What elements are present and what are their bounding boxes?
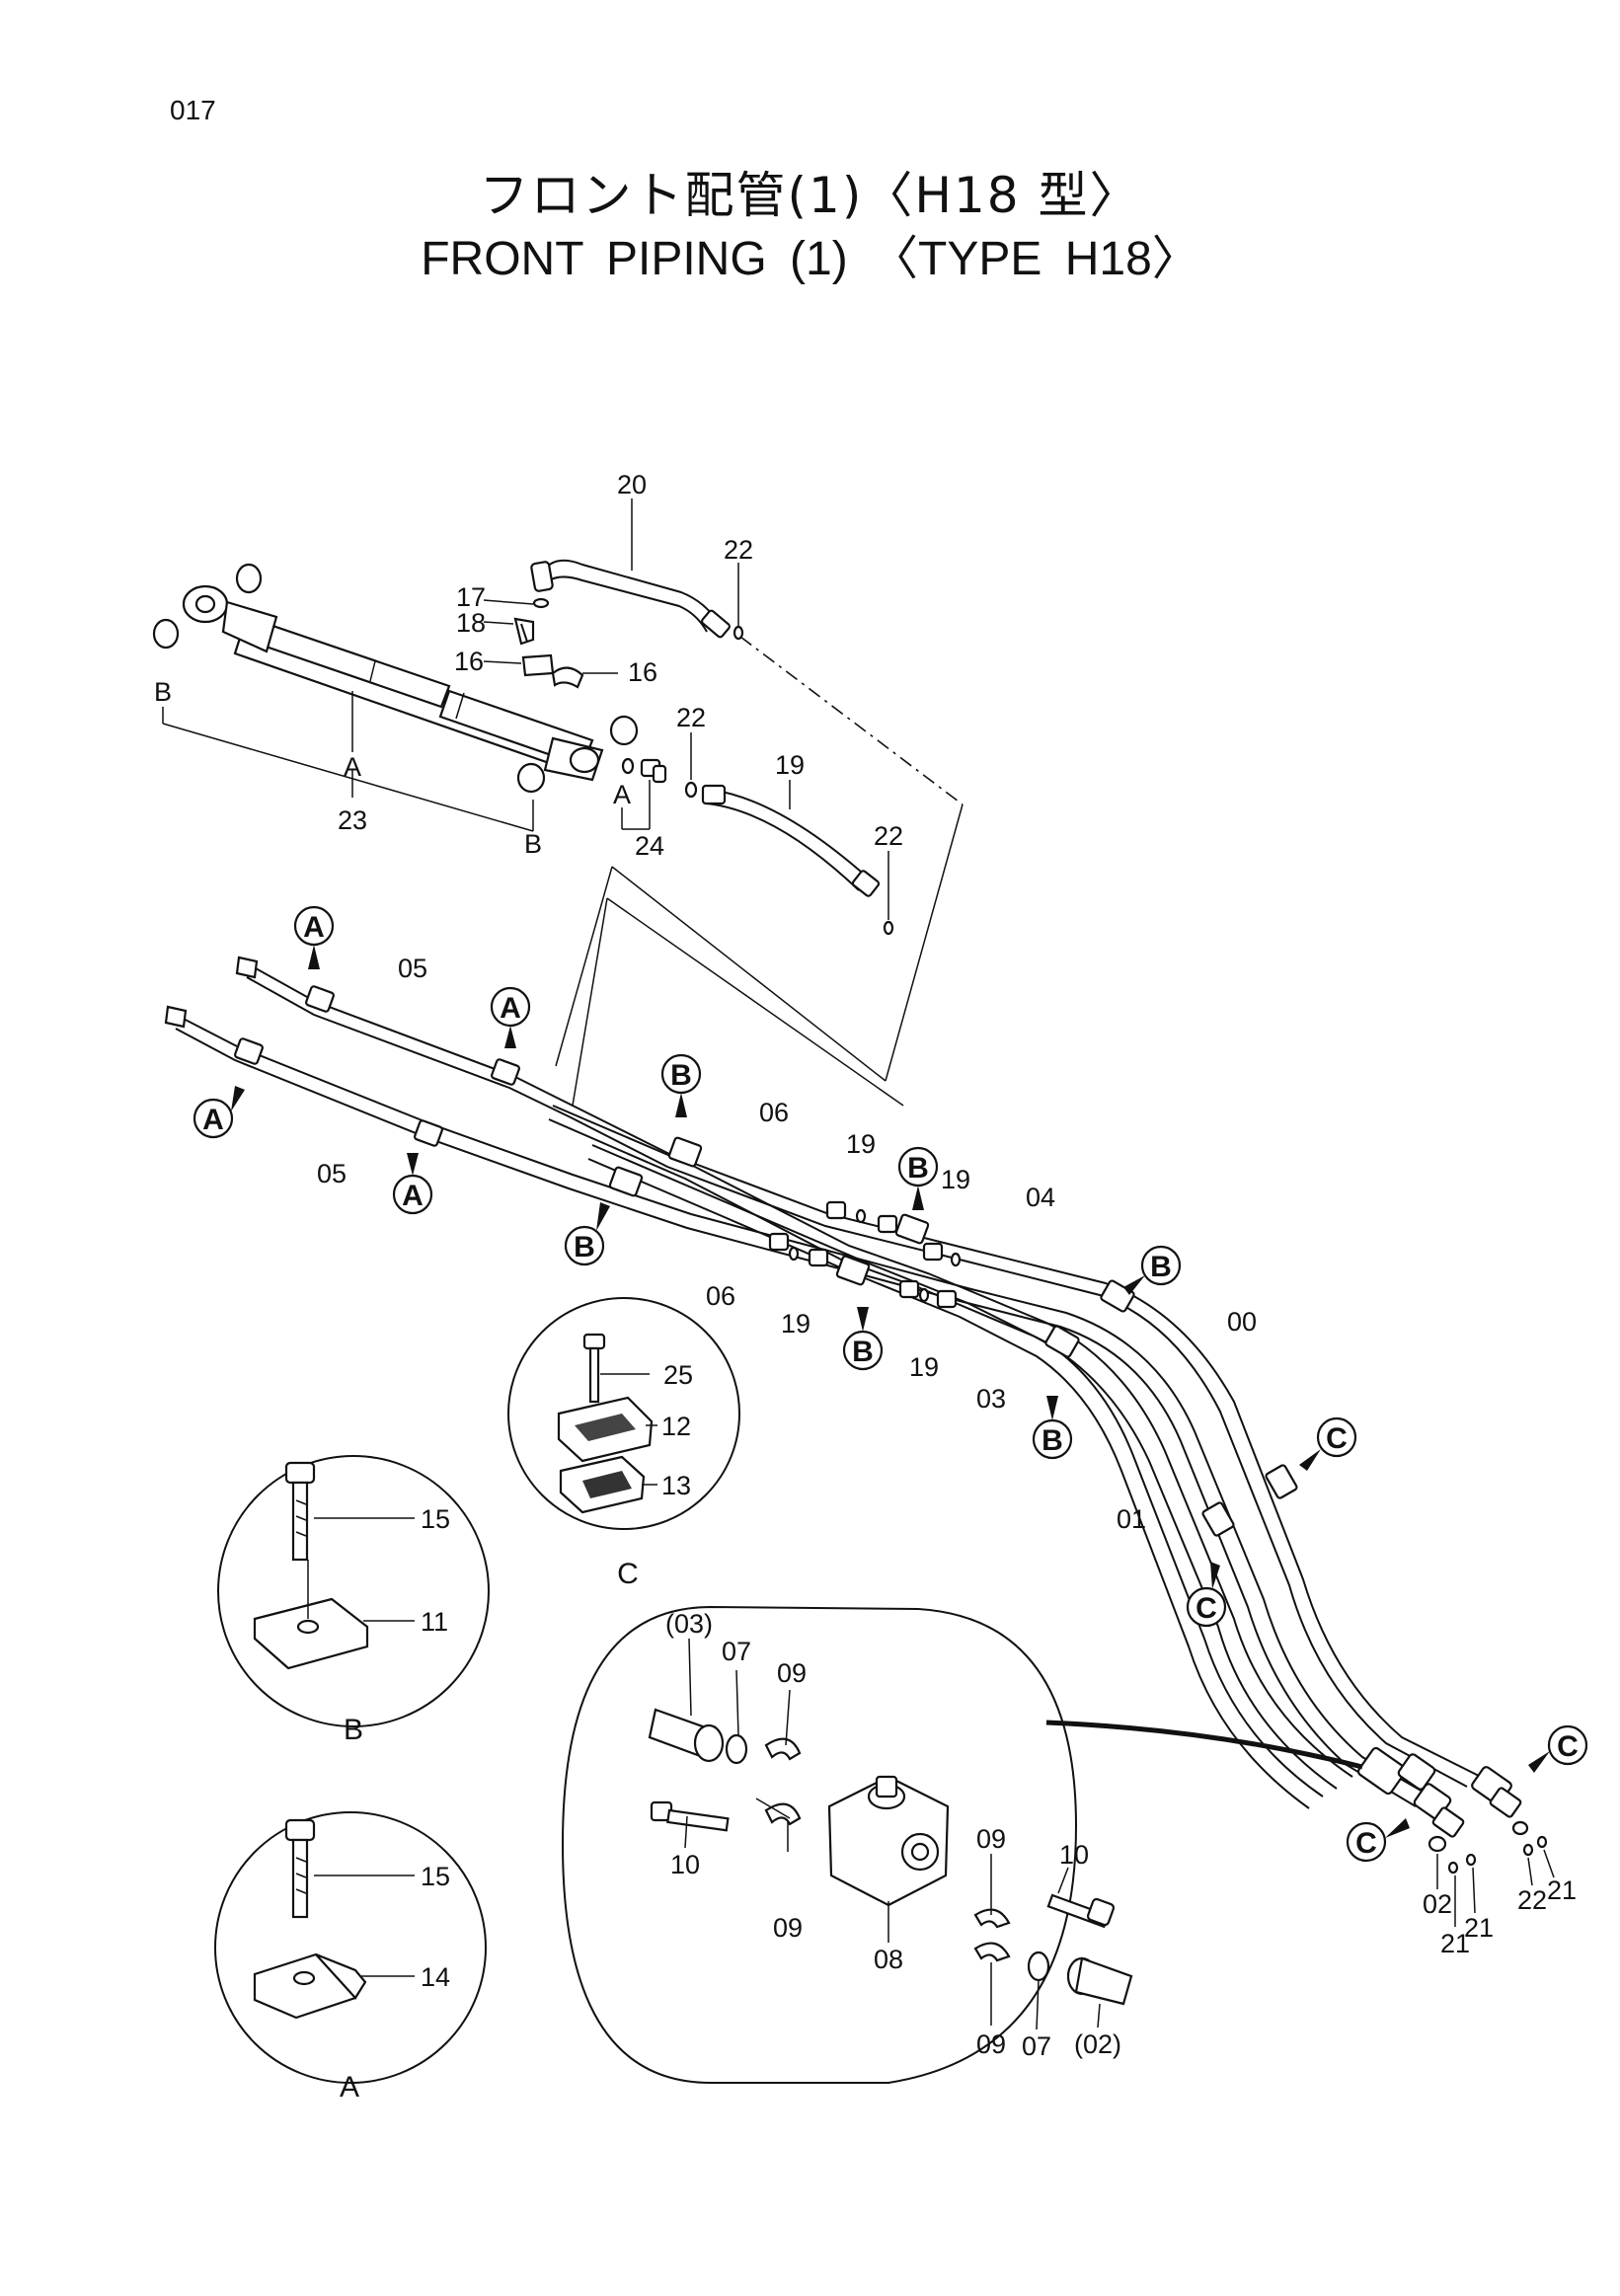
label-19: 19	[846, 1129, 876, 1159]
label-23: 23	[338, 805, 367, 835]
end-fittings	[1356, 1746, 1555, 1927]
rotary-joint-detail	[561, 1605, 1363, 2084]
label-18: 18	[456, 608, 486, 638]
bolt-and-clamp-parts	[513, 597, 894, 936]
svg-text:A: A	[500, 992, 521, 1025]
label-21: 21	[1440, 1929, 1470, 1958]
label-09: 09	[976, 1824, 1006, 1854]
label-22: 22	[724, 535, 753, 565]
svg-text:A: A	[202, 1104, 224, 1136]
clamp-ref-b-6: B	[1032, 1396, 1073, 1460]
title-japanese: フロント配管(1)〈H18 型〉	[479, 167, 1141, 224]
label-14: 14	[421, 1962, 450, 1992]
svg-text:B: B	[1150, 1251, 1172, 1283]
label-11: 11	[421, 1607, 448, 1637]
clamp-ref-b-5: B	[1123, 1245, 1182, 1295]
pipe-lines	[164, 956, 1482, 1809]
callout-labels: 20 22 17 18 16 16 B A 23 B 22 A 24 19 22…	[154, 470, 1577, 2104]
label-16: 16	[628, 657, 657, 687]
label-00: 00	[1227, 1307, 1257, 1337]
page-number: 017	[170, 95, 216, 125]
label-a: A	[344, 752, 361, 782]
clamp-ref-c-1: C	[1299, 1416, 1357, 1471]
svg-text:C: C	[1557, 1730, 1579, 1763]
label-19: 19	[909, 1352, 939, 1382]
clamp-ref-b-4: B	[842, 1307, 884, 1371]
clamp-ref-c-3: C	[1528, 1724, 1588, 1773]
detail-b-caption: B	[344, 1714, 363, 1746]
clamp-ref-b-3: B	[897, 1146, 939, 1210]
label-15: 15	[421, 1862, 450, 1891]
title-english: FRONT PIPING (1) 〈TYPE H18〉	[421, 233, 1199, 285]
svg-text:B: B	[907, 1152, 929, 1185]
detail-a-caption: A	[340, 2071, 359, 2104]
label-22: 22	[1517, 1885, 1547, 1915]
label-19: 19	[781, 1309, 810, 1339]
label-09: 09	[777, 1658, 807, 1688]
clamp-ref-b-1: B	[660, 1053, 702, 1117]
clamp-ref-c-2: C	[1186, 1562, 1227, 1628]
clamp-ref-a-4: A	[392, 1153, 433, 1215]
label-b: B	[154, 677, 172, 707]
detail-a-circle	[214, 1811, 487, 2084]
label-25: 25	[663, 1360, 693, 1390]
label-b: B	[524, 829, 542, 859]
label-22: 22	[874, 821, 903, 851]
label-09: 09	[773, 1913, 803, 1943]
label-12: 12	[661, 1412, 691, 1441]
boom-cylinder-assembly	[152, 563, 639, 794]
clamp-ref-c-4: C	[1346, 1818, 1410, 1863]
label-02: 02	[1423, 1889, 1452, 1919]
label-05: 05	[398, 954, 427, 983]
svg-text:B: B	[1041, 1424, 1063, 1457]
label-03-paren: (03)	[665, 1609, 713, 1639]
label-22: 22	[676, 703, 706, 732]
label-09: 09	[976, 2029, 1006, 2059]
label-07: 07	[722, 1637, 751, 1666]
clamp-references: A A A A B B B B B B C C C C	[193, 905, 1588, 1863]
label-a: A	[613, 780, 631, 809]
detail-c-caption: C	[617, 1558, 639, 1590]
label-10: 10	[1059, 1840, 1089, 1870]
hose-20	[530, 559, 731, 639]
label-03: 03	[976, 1384, 1006, 1414]
clamp-ref-a-1: A	[293, 905, 335, 969]
label-06: 06	[706, 1281, 735, 1311]
label-06: 06	[759, 1098, 789, 1127]
label-10: 10	[670, 1850, 700, 1879]
label-04: 04	[1026, 1183, 1055, 1212]
label-01: 01	[1117, 1504, 1146, 1534]
label-16: 16	[454, 647, 484, 676]
clamp-ref-a-2: A	[490, 986, 531, 1048]
label-24: 24	[635, 831, 664, 861]
svg-text:C: C	[1355, 1827, 1377, 1860]
label-20: 20	[617, 470, 647, 499]
detail-b-circle	[217, 1455, 490, 1727]
clamp-ref-a-3: A	[193, 1086, 245, 1139]
svg-text:A: A	[303, 911, 325, 944]
clamp-ref-b-2: B	[564, 1202, 610, 1266]
label-15: 15	[421, 1504, 450, 1534]
label-08: 08	[874, 1945, 903, 1974]
label-13: 13	[661, 1471, 691, 1500]
label-02-paren: (02)	[1074, 2029, 1121, 2059]
svg-text:B: B	[852, 1336, 874, 1368]
detail-c-circle	[507, 1297, 740, 1530]
svg-text:B: B	[574, 1231, 595, 1263]
hose-19-upper	[701, 784, 881, 897]
label-05: 05	[317, 1159, 347, 1188]
label-07: 07	[1022, 2031, 1051, 2061]
label-19: 19	[775, 750, 805, 780]
pipe-clamps	[234, 985, 1298, 1537]
label-21: 21	[1464, 1913, 1494, 1943]
svg-text:A: A	[402, 1180, 424, 1212]
upper-leaders	[162, 498, 964, 1107]
svg-text:C: C	[1196, 1592, 1217, 1625]
label-17: 17	[456, 582, 486, 612]
label-19: 19	[941, 1165, 970, 1194]
label-21: 21	[1547, 1875, 1577, 1905]
svg-text:C: C	[1326, 1422, 1348, 1455]
svg-text:B: B	[670, 1059, 692, 1092]
